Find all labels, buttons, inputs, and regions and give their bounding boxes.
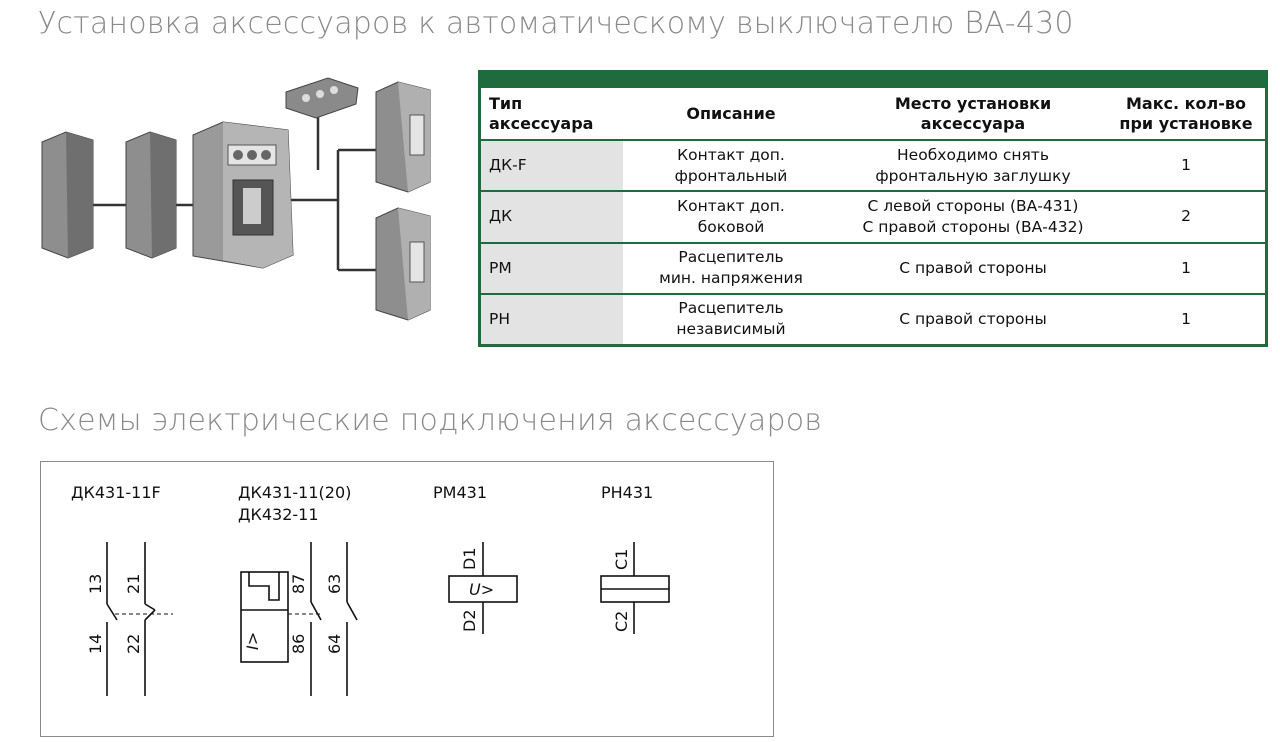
side-contact-1-illustration xyxy=(41,131,94,259)
wiring-schemes-panel: ДК431-11F ДК431-11(20) ДК432-11 РМ431 РН… xyxy=(40,461,774,737)
wiring-schemes-drawing: 13 14 21 22 I> 87 86 63 64 D1 U> D2 C1 C… xyxy=(86,542,670,696)
terminal-14: 14 xyxy=(86,634,105,654)
scheme-dk431-11-20 xyxy=(240,542,358,696)
coil-label-i: I> xyxy=(243,632,262,650)
cell-type: РН xyxy=(481,293,623,344)
terminal-c1: C1 xyxy=(612,549,631,570)
coil-label-u: U> xyxy=(469,580,494,599)
schemes-title: Схемы электрические подключения аксессуа… xyxy=(38,403,823,438)
scheme-label-dk431-11f: ДК431-11F xyxy=(71,483,161,502)
cell-max: 2 xyxy=(1107,191,1265,244)
terminal-64: 64 xyxy=(325,634,344,654)
terminal-d2: D2 xyxy=(460,610,479,633)
scheme-label-dk432-11: ДК432-11 xyxy=(238,505,319,524)
terminal-63: 63 xyxy=(325,574,344,594)
cell-description: Контакт доп.фронтальный xyxy=(623,140,839,193)
undervoltage-release-illustration xyxy=(375,81,431,193)
table-row: ДК-F Контакт доп.фронтальный Необходимо … xyxy=(481,140,1265,193)
terminal-87: 87 xyxy=(289,574,308,594)
cell-max: 1 xyxy=(1181,309,1191,328)
cell-type: РМ xyxy=(481,242,623,295)
terminal-22: 22 xyxy=(124,634,143,654)
breaker-illustration xyxy=(192,121,294,269)
cell-description: Контакт доп.боковой xyxy=(623,191,839,244)
scheme-rm431 xyxy=(448,542,518,634)
scheme-label-dk431-11-20: ДК431-11(20) xyxy=(238,483,352,502)
front-contact-illustration xyxy=(285,77,359,119)
terminal-d1: D1 xyxy=(460,548,479,571)
table-row: ДК Контакт доп.боковой С левой стороны (… xyxy=(481,191,1265,244)
cell-location: С правой стороны xyxy=(899,309,1047,328)
breaker-accessories-illustration xyxy=(41,77,431,321)
cell-max: 1 xyxy=(1107,242,1265,295)
side-contact-2-illustration xyxy=(125,131,177,259)
page-title: Установка аксессуаров к автоматическому … xyxy=(38,6,1074,41)
cell-location: С левой стороны (ВА-431)С правой стороны… xyxy=(839,191,1107,244)
terminal-21: 21 xyxy=(124,574,143,594)
terminal-13: 13 xyxy=(86,574,105,594)
cell-type: ДК xyxy=(481,191,623,244)
scheme-rn431 xyxy=(600,542,670,634)
cell-type: ДК-F xyxy=(481,140,623,193)
cell-location: С правой стороны xyxy=(839,242,1107,295)
scheme-label-rm431: РМ431 xyxy=(433,483,487,502)
shunt-release-illustration xyxy=(375,207,431,321)
scheme-label-rn431: РН431 xyxy=(601,483,654,502)
terminal-c2: C2 xyxy=(612,611,631,632)
scheme-dk431-11f xyxy=(106,542,173,696)
header-description: Описание xyxy=(623,88,839,141)
cell-max: 1 xyxy=(1107,140,1265,193)
terminal-86: 86 xyxy=(289,634,308,654)
